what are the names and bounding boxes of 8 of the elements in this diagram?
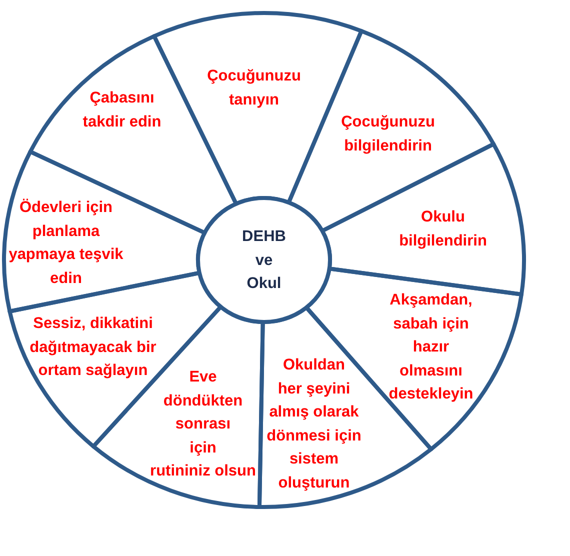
segment-text: Çocuğunuzu tanıyın xyxy=(207,66,301,110)
segment-text: Akşamdan, sabah için hazır olmasını destekleyin xyxy=(388,290,474,404)
hub-title: DEHB ve Okul xyxy=(242,226,286,294)
segment-text: Ödevleri için planlama yapmaya teşvik edin xyxy=(8,198,124,288)
segment-text: Çabasını takdir edin xyxy=(82,88,162,132)
segment-text: Okuldan her şeyini almış olarak dönmesi için sistem oluşturun xyxy=(266,356,362,493)
segment-text: Okulu bilgilendirin xyxy=(399,208,487,251)
segment-text: Çocuğunuzu bilgilendirin xyxy=(341,112,435,156)
